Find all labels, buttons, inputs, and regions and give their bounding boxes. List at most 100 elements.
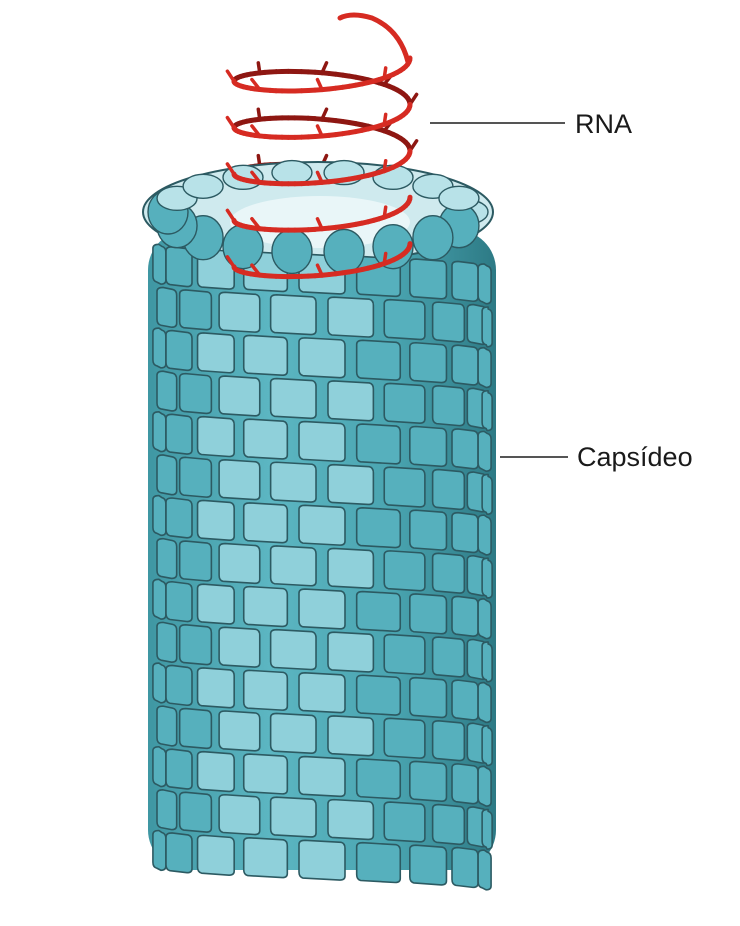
capsomer — [383, 550, 426, 592]
capsid-label-group: Capsídeo — [500, 442, 693, 472]
capsomer — [298, 337, 346, 379]
capsomer — [165, 497, 193, 539]
capsomer — [409, 425, 448, 468]
capsomer-rim — [412, 215, 454, 261]
capsid-label: Capsídeo — [577, 442, 693, 472]
capsomer — [477, 598, 492, 640]
capsomer — [477, 849, 492, 891]
capsomer — [327, 380, 375, 422]
capsomer — [152, 494, 167, 537]
capsomer — [242, 585, 289, 628]
capsomer — [152, 745, 167, 788]
capsomer — [451, 846, 479, 889]
capsomer — [355, 674, 402, 716]
capsomer — [409, 341, 448, 384]
capsomer — [477, 346, 492, 389]
capsomer — [327, 296, 375, 338]
capsomer — [481, 306, 493, 348]
capsomer — [409, 509, 448, 551]
capsomer — [383, 633, 426, 676]
capsomer — [218, 793, 261, 836]
capsomer — [409, 844, 448, 886]
capsomer — [269, 461, 317, 503]
capsomer — [327, 715, 375, 757]
capsomer — [481, 473, 493, 516]
capsomer — [269, 796, 317, 838]
capsomer — [269, 712, 317, 755]
capsomer — [152, 243, 167, 285]
capsomer — [451, 428, 479, 470]
capsomer — [165, 329, 193, 372]
capsomer — [477, 263, 492, 305]
capsomer — [355, 506, 402, 549]
capsomer — [165, 580, 193, 623]
capsomer — [218, 626, 261, 668]
capsomer — [298, 504, 346, 546]
capsomer — [477, 765, 492, 807]
capsomer — [327, 547, 375, 590]
capsomer — [298, 672, 346, 714]
capsomer — [242, 837, 289, 879]
capsomer — [298, 588, 346, 630]
capsomer — [242, 334, 289, 377]
capsomer — [218, 291, 261, 333]
capsomer — [152, 662, 167, 704]
capsomer-rim — [271, 228, 313, 275]
rna-base — [225, 69, 236, 83]
capsomer — [383, 382, 426, 424]
capsomer — [451, 763, 479, 805]
capsomer — [431, 385, 466, 427]
capsomer — [152, 578, 167, 620]
capsomer — [196, 750, 235, 793]
capsomer — [327, 463, 375, 506]
capsomer — [355, 339, 402, 381]
capsomer — [409, 760, 448, 803]
capsomer — [451, 260, 479, 303]
capsomer-top-ring — [147, 159, 489, 275]
rna-label-group: RNA — [430, 109, 632, 139]
rna-base — [225, 115, 236, 130]
capsomer — [383, 466, 426, 508]
capsomer — [152, 411, 167, 453]
rna-label: RNA — [575, 109, 632, 139]
capsomer — [196, 332, 235, 374]
capsomer — [355, 758, 402, 800]
capsomer-rim — [438, 185, 480, 212]
capsomer — [165, 832, 193, 874]
capsomer — [178, 791, 213, 833]
capsomer — [218, 459, 261, 501]
capsomer — [156, 621, 178, 663]
capsomer — [196, 834, 235, 876]
capsomer — [178, 289, 213, 331]
capsomer — [156, 537, 178, 580]
capsomer — [269, 628, 317, 671]
capsomer — [477, 514, 492, 556]
capsomer — [269, 377, 317, 420]
capsomer — [431, 468, 466, 511]
capsomer-rim — [372, 223, 414, 270]
capsomer — [298, 839, 346, 881]
capsomer — [451, 511, 479, 554]
capsomer — [355, 590, 402, 633]
capsomer — [481, 724, 493, 767]
capsomer — [431, 636, 466, 678]
rna-tail — [337, 12, 411, 65]
capsomer — [165, 748, 193, 790]
capsomer — [269, 545, 317, 587]
capsomer — [298, 755, 346, 798]
capsomer — [196, 415, 235, 458]
capsomer — [409, 258, 448, 300]
capsomer-rim — [182, 173, 224, 199]
capsomer — [431, 301, 466, 343]
capsomer — [431, 719, 466, 762]
capsomer — [383, 717, 426, 759]
capsomer — [156, 286, 178, 329]
capsomer-rim — [323, 228, 365, 275]
capsomer — [451, 679, 479, 721]
capsomer — [242, 502, 289, 544]
capsomer — [481, 389, 493, 432]
capsomer — [152, 829, 167, 872]
capsomer — [242, 753, 289, 795]
capsomer — [156, 370, 178, 412]
